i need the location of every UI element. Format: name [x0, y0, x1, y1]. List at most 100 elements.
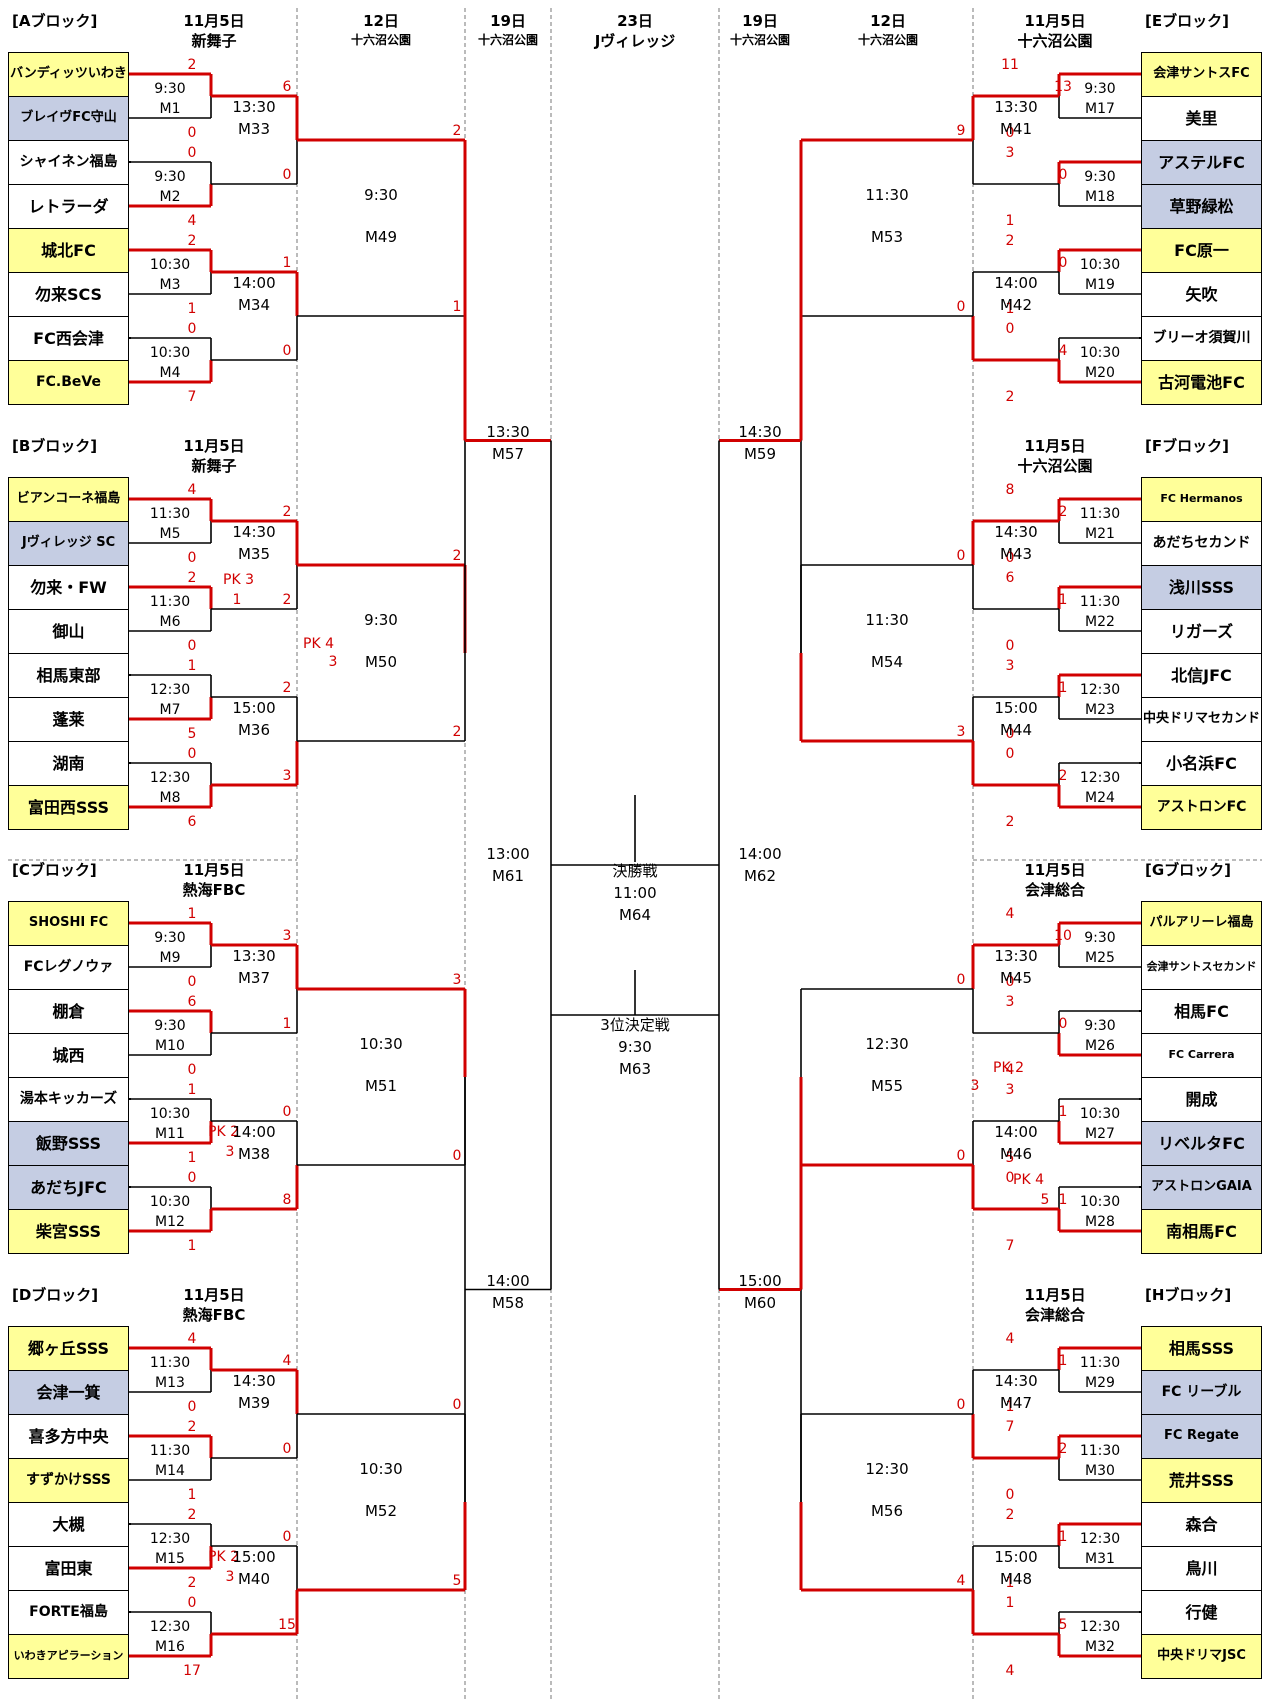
match-id: M51	[364, 1077, 398, 1095]
pk-score: PK 2	[993, 1060, 1024, 1076]
score: 0	[187, 638, 197, 654]
match-id: M17	[1085, 101, 1115, 117]
score: 0	[187, 974, 197, 990]
match-time: 14:30	[994, 523, 1038, 541]
score: 4	[187, 482, 197, 498]
match-time: 14:30	[738, 422, 782, 441]
score: 1	[187, 1150, 197, 1166]
match-id: M46	[999, 1145, 1033, 1163]
team-アステルFC: アステルFC	[1141, 140, 1262, 185]
match-id: M15	[155, 1551, 185, 1567]
match-id: M25	[1085, 950, 1115, 966]
match-time: 15:00	[232, 699, 276, 717]
third-place-id: M63	[618, 1060, 652, 1078]
team-喜多方中央: 喜多方中央	[8, 1414, 129, 1459]
match-time: 14:00	[232, 1123, 276, 1141]
pk-score: 3	[328, 654, 338, 670]
match-time: 11:30	[149, 1443, 191, 1459]
score: 17	[183, 1663, 201, 1679]
score: 2	[1005, 233, 1015, 249]
team-会津サントスFC: 会津サントスFC	[1141, 52, 1262, 97]
pk-score: 3	[225, 1569, 235, 1585]
match-time: 13:30	[232, 947, 276, 965]
pk-score: PK 4	[1013, 1172, 1044, 1188]
match-id: M56	[870, 1502, 904, 1520]
score: 1	[187, 301, 197, 317]
block-name: [Hブロック]	[1145, 1286, 1232, 1304]
team-南相馬FC: 南相馬FC	[1141, 1209, 1262, 1254]
match-id: M8	[159, 790, 181, 806]
score: 2	[187, 1507, 197, 1523]
score: 6	[1005, 570, 1015, 586]
block-venue: 十六沼公園	[1017, 32, 1093, 50]
column-venue: 十六沼公園	[477, 33, 539, 47]
match-time: 15:00	[994, 1548, 1038, 1566]
score: 4	[1005, 1663, 1015, 1679]
score: 0	[282, 343, 292, 359]
team-勿来・FW: 勿来・FW	[8, 565, 129, 610]
column-venue: 十六沼公園	[729, 33, 791, 47]
match-id: M28	[1085, 1214, 1115, 1230]
team-御山: 御山	[8, 609, 129, 654]
match-time: 12:30	[1079, 1531, 1121, 1547]
team-いわきアピラーション: いわきアピラーション	[8, 1634, 129, 1679]
team-シャイネン福島: シャイネン福島	[8, 140, 129, 185]
match-time: 10:30	[149, 257, 191, 273]
block-venue: 会津総合	[1024, 1306, 1086, 1324]
pk-score: PK 4	[303, 636, 334, 652]
score: 4	[187, 213, 197, 229]
team-城西: 城西	[8, 1033, 129, 1078]
block-venue: 会津総合	[1024, 881, 1086, 899]
score: 0	[187, 1062, 197, 1078]
score: 0	[187, 125, 197, 141]
match-id: M54	[870, 653, 904, 671]
match-id: M40	[237, 1570, 271, 1588]
score: 0	[1005, 550, 1015, 566]
column-venue: 十六沼公園	[350, 33, 412, 47]
team-荒井SSS: 荒井SSS	[1141, 1458, 1262, 1503]
team-SHOSHI FC: SHOSHI FC	[8, 901, 129, 946]
score: 5	[452, 1573, 462, 1589]
score: 0	[1005, 1170, 1015, 1186]
match-id: M12	[155, 1214, 185, 1230]
match-id: M22	[1085, 614, 1115, 630]
pk-score: 1	[232, 592, 242, 608]
score: 1	[282, 255, 292, 271]
score: 0	[187, 145, 197, 161]
team-FC Carrera: FC Carrera	[1141, 1033, 1262, 1078]
team-FC リーブル: FC リーブル	[1141, 1370, 1262, 1415]
score: 0	[1005, 974, 1015, 990]
team-柴宮SSS: 柴宮SSS	[8, 1209, 129, 1254]
team-郷ヶ丘SSS: 郷ヶ丘SSS	[8, 1326, 129, 1371]
match-id: M57	[491, 444, 525, 463]
score: 3	[282, 768, 292, 784]
pk-score: PK 3	[223, 572, 254, 588]
block-venue: 新舞子	[191, 457, 237, 475]
match-time: 14:30	[232, 1372, 276, 1390]
match-time: 11:30	[1079, 594, 1121, 610]
block-name: [Eブロック]	[1145, 12, 1229, 30]
team-北信JFC: 北信JFC	[1141, 653, 1262, 698]
pk-score: PK 2	[208, 1124, 239, 1140]
score: 0	[1058, 255, 1068, 271]
score: 3	[452, 972, 462, 988]
score: 1	[1058, 1104, 1068, 1120]
score: 0	[187, 746, 197, 762]
score: 8	[282, 1192, 292, 1208]
team-浅川SSS: 浅川SSS	[1141, 565, 1262, 610]
score: 5	[1058, 1617, 1068, 1633]
match-id: M24	[1085, 790, 1115, 806]
match-id: M27	[1085, 1126, 1115, 1142]
match-id: M61	[491, 867, 525, 885]
score: 1	[1005, 213, 1015, 229]
match-time: 12:30	[865, 1035, 909, 1053]
match-id: M9	[159, 950, 181, 966]
match-time: 9:30	[154, 169, 186, 185]
block-venue: 熱海FBC	[182, 881, 246, 899]
score: 1	[1058, 680, 1068, 696]
team-富田西SSS: 富田西SSS	[8, 785, 129, 830]
score: 3	[956, 724, 966, 740]
match-id: M11	[155, 1126, 185, 1142]
score: 1	[1058, 1192, 1068, 1208]
